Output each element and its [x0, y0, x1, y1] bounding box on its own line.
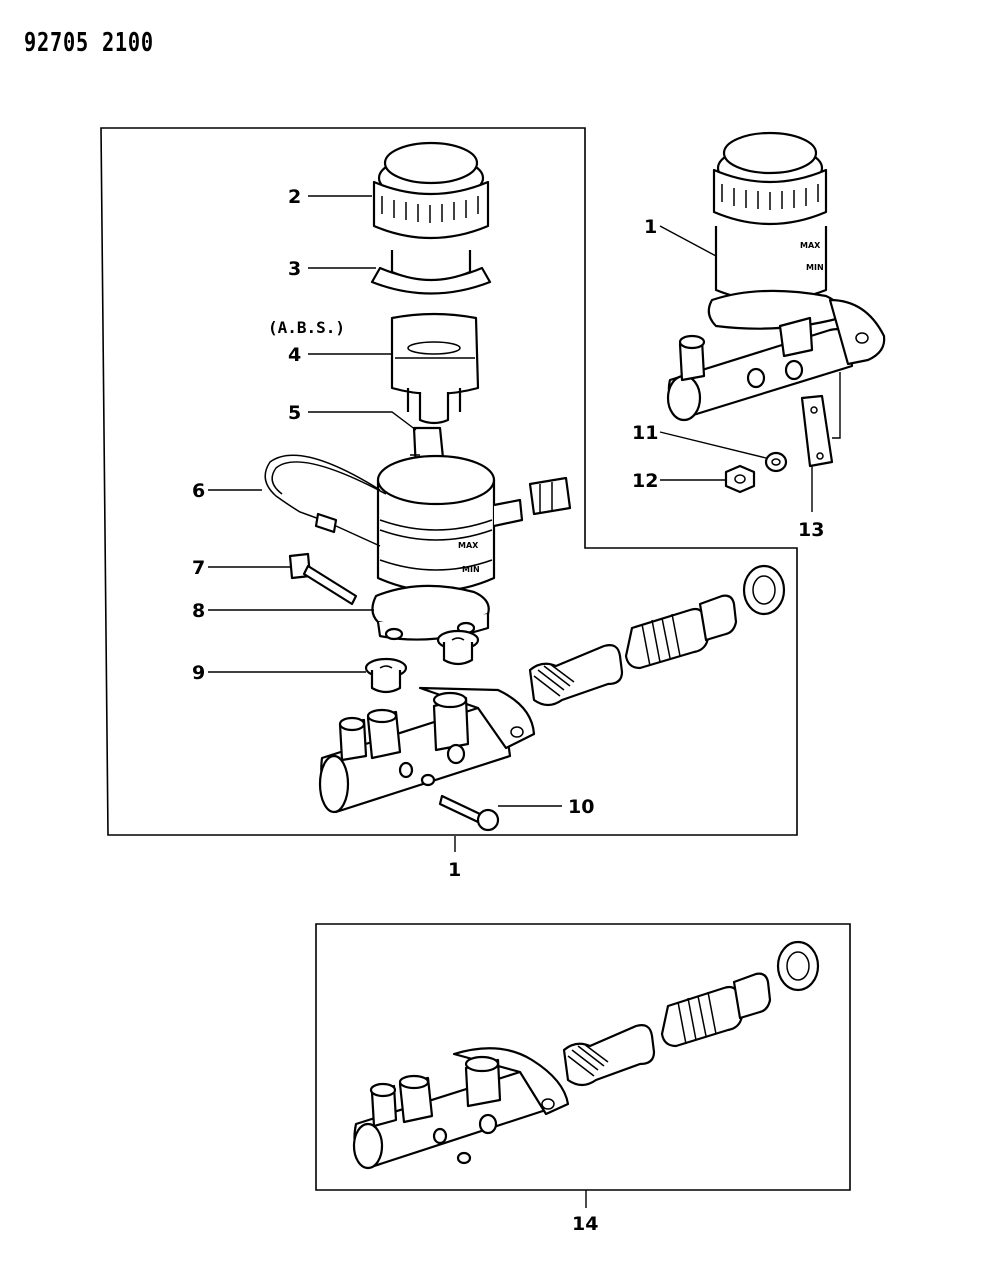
sensor-lead-wire	[264, 454, 387, 547]
callout-10: 10	[568, 796, 594, 818]
leader-1-alt	[659, 225, 717, 257]
piston-kit-outline	[315, 923, 851, 1191]
reservoir-cap	[372, 141, 490, 240]
callout-12: 12	[632, 470, 658, 492]
reservoir-grommets	[364, 629, 480, 694]
alt-master-cylinder: MAX MIN	[666, 131, 886, 422]
abs-reservoir-sleeve	[390, 312, 480, 425]
reservoir-filter	[370, 250, 492, 295]
alt-nut	[724, 464, 756, 494]
callout-1-alt: 1	[644, 216, 657, 238]
callout-14: 14	[572, 1213, 598, 1235]
leader-5	[308, 411, 417, 431]
callout-13: 13	[798, 519, 824, 541]
callout-3: 3	[288, 258, 301, 280]
reservoir-base	[371, 584, 490, 641]
alt-max-mark: MAX	[800, 241, 821, 250]
min-mark: MIN	[462, 565, 480, 574]
reservoir-body: MAX MIN	[376, 454, 572, 593]
document-id: 92705 2100	[24, 28, 154, 58]
callout-5: 5	[288, 402, 301, 424]
callout-11: 11	[632, 422, 658, 444]
callout-7: 7	[192, 557, 205, 579]
alt-min-mark: MIN	[806, 263, 824, 272]
callout-1-main: 1	[448, 859, 461, 881]
piston-kit-parts	[352, 940, 820, 1170]
alt-washer	[764, 451, 788, 473]
max-mark: MAX	[458, 541, 479, 550]
abs-label: (A.B.S.)	[268, 318, 345, 337]
piston-kit-assembly	[528, 564, 786, 707]
cylinder-body	[318, 686, 536, 814]
reservoir-bolt	[288, 552, 358, 606]
callout-6: 6	[192, 480, 205, 502]
assembly-1-outline	[100, 127, 798, 836]
leader-11	[659, 431, 767, 459]
callout-9: 9	[192, 662, 205, 684]
callout-4: 4	[288, 344, 301, 366]
stopper-bolt	[420, 773, 500, 832]
callout-2: 2	[288, 186, 301, 208]
alt-bracket	[800, 372, 841, 468]
callout-8: 8	[192, 600, 205, 622]
